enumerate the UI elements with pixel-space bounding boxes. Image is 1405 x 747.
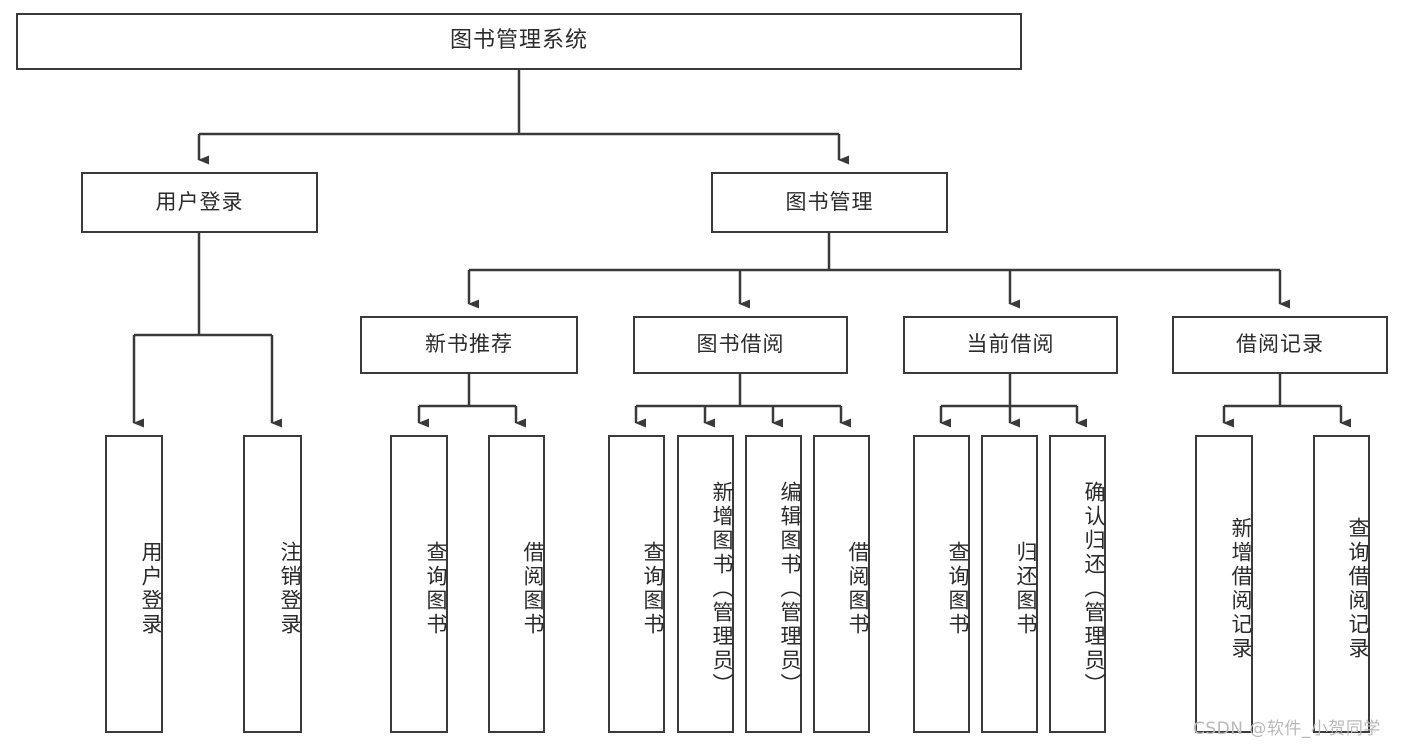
leaf-confirm-return-admin[interactable]: 确认归还（管理员）	[1049, 435, 1106, 733]
leaf-borrow-book[interactable]: 借阅图书	[813, 435, 870, 733]
leaf-query-book-current[interactable]: 查询图书	[913, 435, 970, 733]
csdn-watermark: CSDN @软件_小贺同学	[1193, 719, 1381, 739]
node-user-login[interactable]: 用户登录	[81, 172, 318, 233]
node-book-borrow[interactable]: 图书借阅	[633, 316, 848, 374]
leaf-edit-book-admin[interactable]: 编辑图书（管理员）	[745, 435, 802, 733]
leaf-query-borrow-record[interactable]: 查询借阅记录	[1313, 435, 1370, 733]
node-root-system[interactable]: 图书管理系统	[16, 13, 1022, 70]
node-current-borrow[interactable]: 当前借阅	[903, 316, 1118, 374]
node-book-management[interactable]: 图书管理	[711, 172, 948, 233]
leaf-return-book[interactable]: 归还图书	[981, 435, 1038, 733]
leaf-add-book-admin[interactable]: 新增图书（管理员）	[677, 435, 734, 733]
leaf-logout-login[interactable]: 注销登录	[243, 435, 302, 733]
leaf-user-login[interactable]: 用户登录	[105, 435, 163, 733]
leaf-add-borrow-record[interactable]: 新增借阅记录	[1195, 435, 1253, 733]
leaf-query-book-recommend[interactable]: 查询图书	[390, 435, 448, 733]
leaf-query-book-borrow[interactable]: 查询图书	[608, 435, 665, 733]
leaf-borrow-book-recommend[interactable]: 借阅图书	[488, 435, 545, 733]
node-borrow-record[interactable]: 借阅记录	[1172, 316, 1388, 374]
node-new-book-recommend[interactable]: 新书推荐	[360, 316, 578, 374]
